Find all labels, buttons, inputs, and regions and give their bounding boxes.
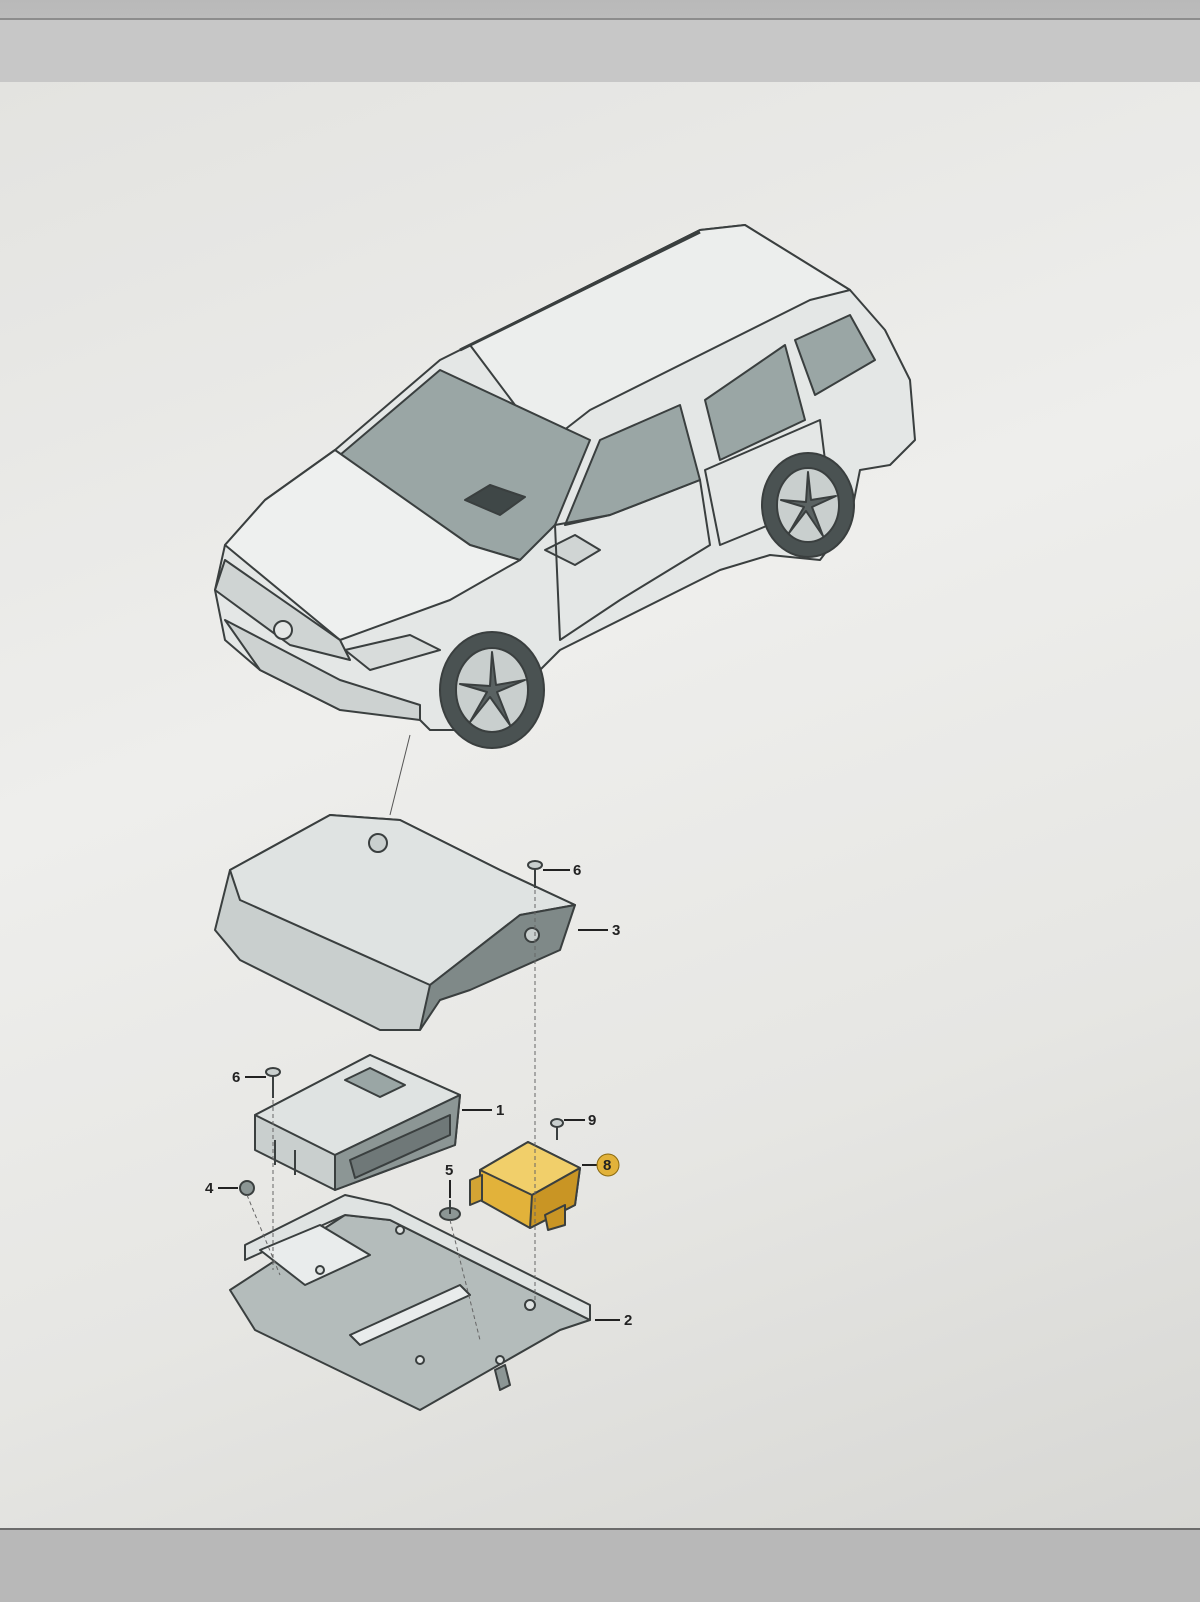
part-2-bracket xyxy=(229,1194,591,1411)
part-5-screw xyxy=(439,1200,461,1221)
part-4-nut xyxy=(239,1180,255,1196)
window-top-bar xyxy=(0,18,1200,84)
callout-9-label: 9 xyxy=(588,1112,596,1129)
part-6-bolt-left xyxy=(265,1067,281,1098)
assembly-guide-lines xyxy=(246,890,536,1341)
callout-6-left[interactable]: 6 xyxy=(232,1069,266,1086)
callout-1[interactable]: 1 xyxy=(462,1102,504,1119)
callout-6-left-label: 6 xyxy=(232,1069,240,1086)
callout-5-label: 5 xyxy=(445,1162,453,1179)
part-9-bolt xyxy=(550,1118,564,1140)
exploded-parts-diagram: 3 6 6 1 9 8 5 xyxy=(205,224,916,1411)
callout-4[interactable]: 4 xyxy=(205,1180,238,1197)
callout-3-label: 3 xyxy=(612,922,620,939)
callout-8-highlight-dot xyxy=(596,1153,620,1177)
part-3-cover xyxy=(214,814,576,1031)
callout-4-label: 4 xyxy=(205,1180,214,1197)
part-6-bolt-top xyxy=(527,860,543,888)
window-bottom-edge xyxy=(0,1528,1200,1602)
callout-6-top[interactable]: 6 xyxy=(543,862,581,879)
part-1-control-unit xyxy=(254,1054,461,1191)
callout-9[interactable]: 9 xyxy=(564,1112,596,1129)
callout-3[interactable]: 3 xyxy=(578,922,620,939)
parts-diagram-panel: 3 6 6 1 9 8 5 xyxy=(0,82,1200,1530)
callout-8[interactable]: 8 xyxy=(582,1153,620,1177)
callout-1-label: 1 xyxy=(496,1102,504,1119)
leader-line xyxy=(389,734,411,816)
callout-6-top-label: 6 xyxy=(573,862,581,879)
part-8-module-highlighted[interactable] xyxy=(469,1141,581,1231)
callout-2-label: 2 xyxy=(624,1312,632,1329)
callout-8-label: 8 xyxy=(603,1157,611,1174)
vehicle-illustration xyxy=(214,224,916,749)
callout-5[interactable]: 5 xyxy=(445,1162,453,1198)
callout-2[interactable]: 2 xyxy=(595,1312,632,1329)
